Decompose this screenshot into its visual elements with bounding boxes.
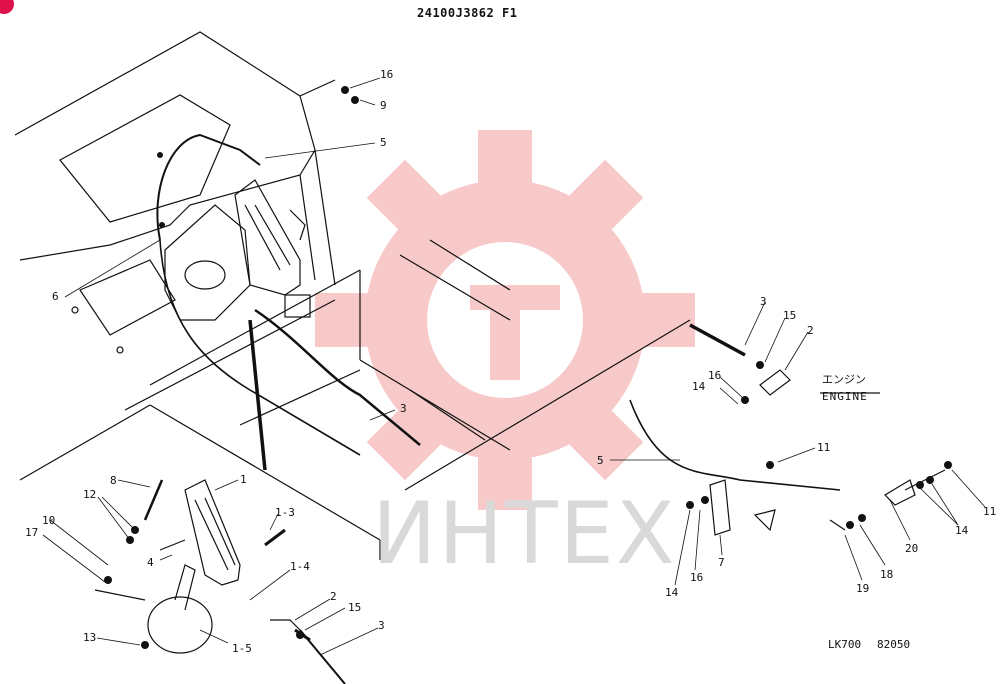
floor-hole-1 bbox=[116, 346, 124, 354]
leader-lines bbox=[42, 77, 986, 656]
callout-11b: 11 bbox=[983, 505, 997, 518]
cable-5-upper bbox=[156, 133, 261, 241]
hardware bbox=[104, 86, 952, 649]
lower-pedal bbox=[184, 479, 241, 586]
footer-number: 82050 bbox=[877, 638, 911, 651]
callout-6: 6 bbox=[52, 290, 59, 303]
callout-2b: 2 bbox=[330, 590, 337, 603]
callout-3: 3 bbox=[400, 402, 407, 415]
callout-3b: 3 bbox=[760, 295, 767, 308]
callout-2: 2 bbox=[807, 324, 814, 337]
floor-line-2 bbox=[124, 299, 336, 411]
cab-window bbox=[59, 94, 231, 223]
callout-16: 16 bbox=[380, 68, 394, 81]
callout-14b: 14 bbox=[665, 586, 679, 599]
engine-label-en: ENGINE bbox=[822, 390, 868, 403]
corner-badge bbox=[0, 0, 14, 14]
cab-outline bbox=[14, 31, 316, 261]
callout-1: 1 bbox=[240, 473, 247, 486]
lower-base bbox=[147, 596, 213, 654]
floor-line-5 bbox=[399, 254, 511, 321]
floor-panel bbox=[79, 259, 176, 336]
callout-20: 20 bbox=[905, 542, 919, 555]
callout-17: 17 bbox=[25, 526, 39, 539]
plate-hole bbox=[184, 260, 226, 290]
upper-pedal bbox=[234, 179, 301, 296]
callout-16b: 16 bbox=[708, 369, 722, 382]
rod-3-engine bbox=[689, 323, 746, 357]
callout-13: 13 bbox=[83, 631, 97, 644]
callout-7: 7 bbox=[718, 556, 725, 569]
floor-line-4 bbox=[359, 359, 511, 451]
callout-4: 4 bbox=[147, 556, 154, 569]
callout-12: 12 bbox=[83, 488, 97, 501]
callout-1-4: 1-4 bbox=[290, 560, 310, 573]
footer-code: LK700 bbox=[828, 638, 862, 651]
callout-1-3: 1-3 bbox=[275, 506, 295, 519]
cab-pillar bbox=[314, 149, 336, 286]
engine-label-jp: エンジン bbox=[822, 373, 866, 386]
callout-9: 9 bbox=[380, 99, 387, 112]
callout-15: 15 bbox=[783, 309, 797, 322]
cable-5-down bbox=[159, 239, 361, 456]
callout-14: 14 bbox=[692, 380, 706, 393]
mount-plate bbox=[164, 204, 251, 321]
callout-19: 19 bbox=[856, 582, 870, 595]
callout-18: 18 bbox=[880, 568, 894, 581]
floor-line-1 bbox=[149, 269, 361, 386]
cab-roof-edge bbox=[299, 79, 336, 97]
bracket-7 bbox=[709, 479, 731, 536]
callout-5b: 5 bbox=[597, 454, 604, 467]
callout-16c: 16 bbox=[690, 571, 704, 584]
callout-14c: 14 bbox=[955, 524, 969, 537]
rod-3-center bbox=[248, 319, 267, 471]
floor-line-7 bbox=[149, 404, 381, 541]
cab-pillar-2 bbox=[299, 174, 316, 281]
floor-hole-2 bbox=[71, 306, 79, 314]
rod-3-upper bbox=[254, 308, 421, 446]
callout-3c: 3 bbox=[378, 619, 385, 632]
callout-1-5: 1-5 bbox=[232, 642, 252, 655]
cable-5-engine bbox=[629, 399, 841, 491]
upper-bracket bbox=[284, 294, 311, 318]
page-title: 24100J3862 F1 bbox=[417, 6, 518, 20]
floor-line-8 bbox=[19, 404, 151, 481]
floor-line-10 bbox=[409, 389, 486, 441]
floor-line-11 bbox=[404, 319, 691, 491]
callout-10: 10 bbox=[42, 514, 56, 527]
callout-8: 8 bbox=[110, 474, 117, 487]
watermark-gear-logo bbox=[315, 130, 695, 510]
callout-15b: 15 bbox=[348, 601, 362, 614]
callout-5: 5 bbox=[380, 136, 387, 149]
watermark-text: ИНТЕХ bbox=[372, 484, 677, 584]
floor-line-6 bbox=[429, 239, 511, 291]
callout-11: 11 bbox=[817, 441, 831, 454]
